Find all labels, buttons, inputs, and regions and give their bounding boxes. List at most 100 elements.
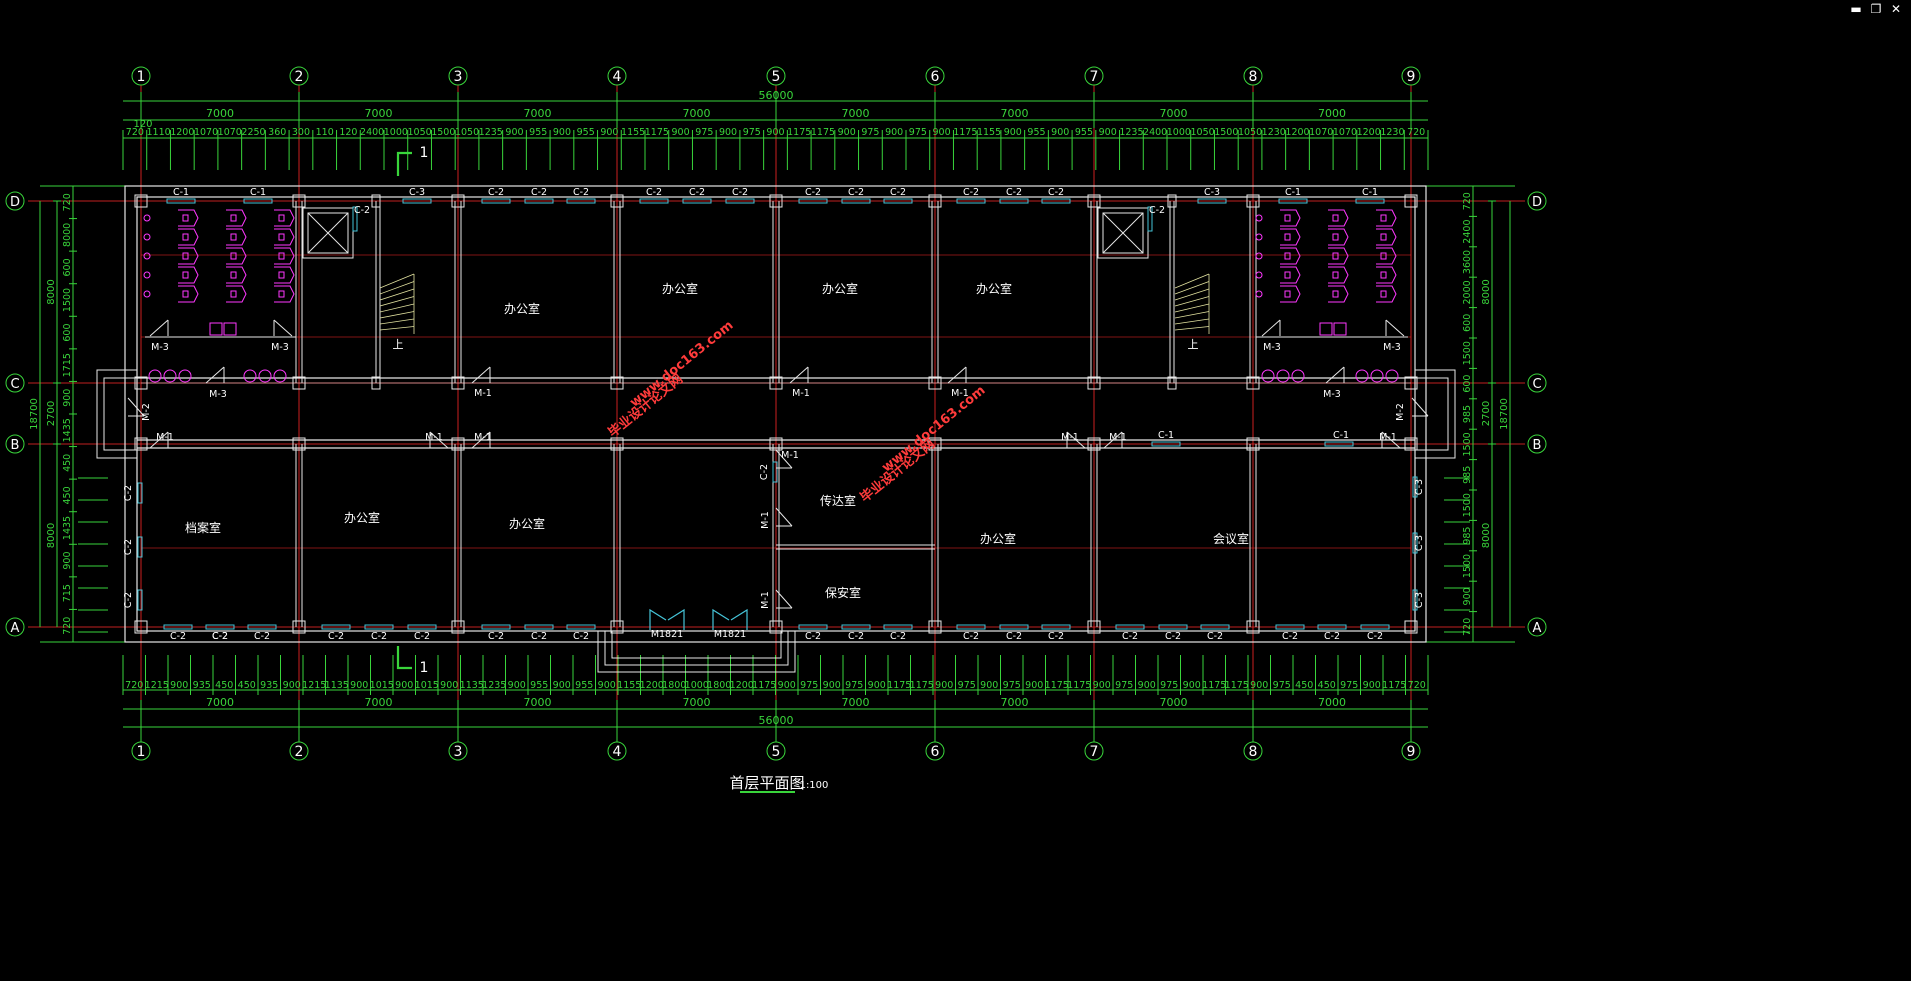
door-swing [775,589,793,609]
toilet-stall [274,247,295,265]
door-label: M-1 [474,432,492,443]
grid-label: 8 [1249,744,1258,760]
dim-detail: 1800 [707,680,731,691]
grid-bubble [289,66,309,86]
close-button[interactable]: ✕ [1890,2,1902,16]
door-label: M-1 [156,432,174,443]
structural-column [1087,376,1101,390]
door-label: M-3 [271,342,289,353]
grid-bubble [766,66,786,86]
side-entrance [1414,377,1449,451]
dim-side: 600 [1462,375,1473,393]
window [137,589,143,611]
room-label: 档案室 [185,520,221,535]
window-label: C-2 [573,187,589,198]
window-label: C-2 [1006,187,1022,198]
grid-bubble [131,741,151,761]
dim-detail: 450 [1318,680,1336,691]
dim-side: 600 [1462,314,1473,332]
room-label: 保安室 [825,585,861,600]
section-number: 1 [420,660,429,676]
structural-column [451,620,465,634]
door-label: M-3 [151,342,169,353]
structural-column [292,437,306,451]
stair-tread [1174,273,1210,289]
window-label: C-3 [1204,187,1220,198]
dim-detail: 1175 [953,127,977,138]
toilet-fixture [1380,271,1387,279]
window [205,624,235,630]
toilet-fixture [278,290,285,298]
dim-bay: 7000 [842,107,870,120]
window [798,198,828,204]
dim-detail: 1050 [1238,127,1262,138]
restore-button[interactable]: ❐ [1870,2,1882,16]
dim-detail: 900 [505,127,523,138]
dim-detail: 450 [215,680,233,691]
dim-detail: 720 [125,680,143,691]
dim-detail: 955 [575,680,593,691]
elevator-cross [1102,212,1144,254]
toilet-stall [1376,228,1397,246]
toilet-fixture [230,290,237,298]
window-label: C-2 [212,631,228,642]
toilet-stall [1280,228,1301,246]
structural-column [1246,437,1260,451]
dim-side: 8000 [1481,279,1492,304]
toilet-fixture [182,271,189,279]
toilet-fixture [278,271,285,279]
dim-detail: 1175 [752,680,776,691]
window-label: C-1 [250,187,266,198]
door-swing [471,431,491,449]
dim-bay: 7000 [683,107,711,120]
window [841,624,871,630]
structural-column [451,194,465,208]
mop-sink [1333,322,1347,336]
wash-basin [178,369,192,383]
window [999,624,1029,630]
window-label: C-2 [488,187,504,198]
room-label: 办公室 [504,301,540,316]
dim-detail: 1175 [887,680,911,691]
door-label: M-1 [1061,432,1079,443]
grid-bubble [5,617,25,637]
window-label: C-2 [689,187,705,198]
dim-side: 8000 [46,279,57,304]
structural-column [292,620,306,634]
dim-detail: 1175 [811,127,835,138]
dim-side: 715 [62,584,73,602]
door-label: M-1 [1109,432,1127,443]
window [402,198,432,204]
window [1412,589,1418,611]
dim-side: 1500 [62,288,73,312]
door-label: M-2 [1395,403,1406,421]
elevator-car [307,212,349,254]
toilet-stall [1328,247,1349,265]
dim-detail: 1175 [645,127,669,138]
dim-detail: 1175 [787,127,811,138]
dim-side: 600 [62,258,73,276]
grid-label: 2 [295,744,304,760]
dim-detail: 120 [339,127,357,138]
dim-detail: 955 [1027,127,1045,138]
dim-side: 2700 [1481,401,1492,426]
dim-side: 450 [62,454,73,472]
stair-tread [1174,311,1210,319]
dim-detail: 1175 [1202,680,1226,691]
door-swing [1381,431,1401,449]
dim-detail: 975 [958,680,976,691]
toilet-stall [274,266,295,284]
minimize-button[interactable]: ▬ [1850,2,1862,16]
structural-column [1404,620,1418,634]
dim-detail: 900 [933,127,951,138]
window [1041,198,1071,204]
room-label: 办公室 [662,281,698,296]
structural-column [928,620,942,634]
dim-side: 900 [1462,587,1473,605]
wash-basin [1385,369,1399,383]
door-label: M-1 [1379,432,1397,443]
dim-detail: 900 [283,680,301,691]
stair-tread [379,288,415,301]
grid-label: B [11,438,20,453]
